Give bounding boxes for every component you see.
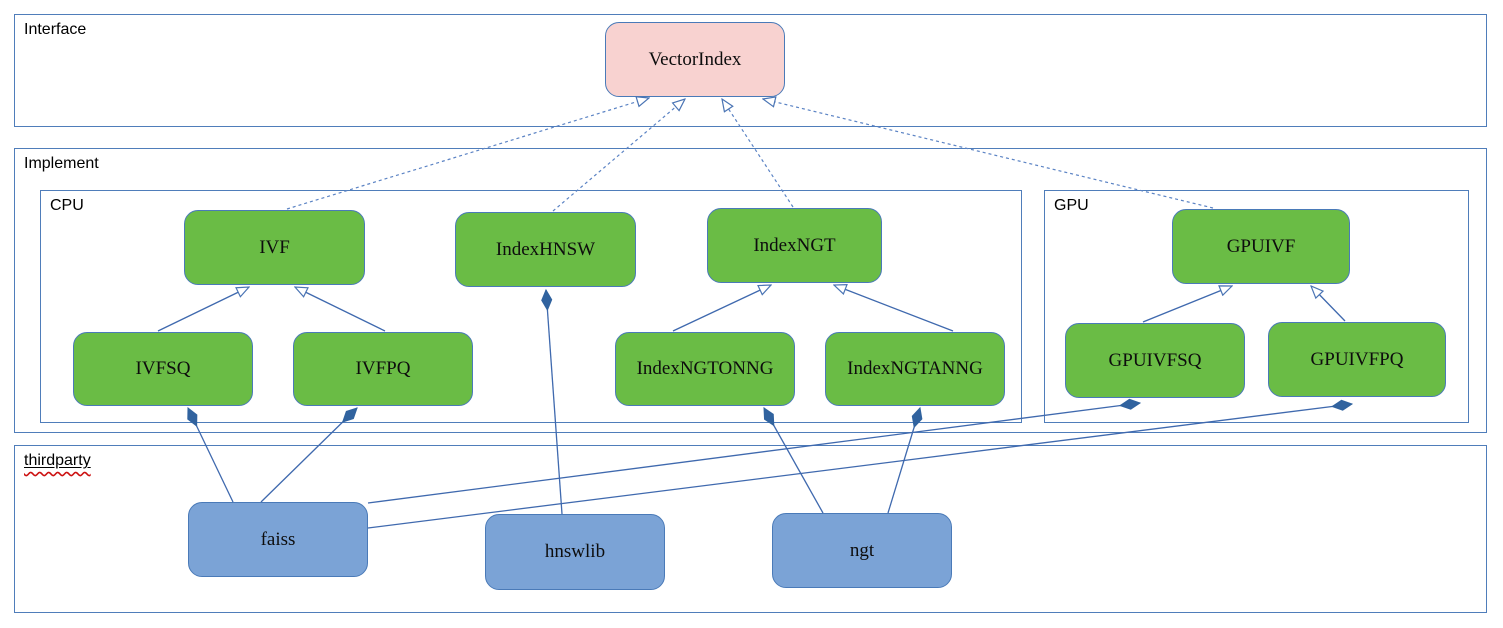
- node-gpuivfsq[interactable]: GPUIVFSQ: [1065, 323, 1245, 398]
- node-hnswlib[interactable]: hnswlib: [485, 514, 665, 590]
- node-indexngtanng[interactable]: IndexNGTANNG: [825, 332, 1005, 406]
- node-indexhnsw[interactable]: IndexHNSW: [455, 212, 636, 287]
- node-indexngtonng[interactable]: IndexNGTONNG: [615, 332, 795, 406]
- node-ivfsq[interactable]: IVFSQ: [73, 332, 253, 406]
- container-label-gpu: GPU: [1054, 197, 1089, 214]
- node-indexngt[interactable]: IndexNGT: [707, 208, 882, 283]
- container-label-interface: Interface: [24, 21, 87, 38]
- container-label-thirdparty: thirdparty: [24, 451, 91, 470]
- node-gpuivfpq[interactable]: GPUIVFPQ: [1268, 322, 1446, 397]
- node-ivf[interactable]: IVF: [184, 210, 365, 285]
- container-label-thirdparty-text: thirdparty: [24, 452, 91, 469]
- node-ivfpq[interactable]: IVFPQ: [293, 332, 473, 406]
- node-gpuivf[interactable]: GPUIVF: [1172, 209, 1350, 284]
- node-vectorindex[interactable]: VectorIndex: [605, 22, 785, 97]
- node-faiss[interactable]: faiss: [188, 502, 368, 577]
- container-label-implement: Implement: [24, 155, 99, 172]
- node-ngt[interactable]: ngt: [772, 513, 952, 588]
- container-label-cpu: CPU: [50, 197, 84, 214]
